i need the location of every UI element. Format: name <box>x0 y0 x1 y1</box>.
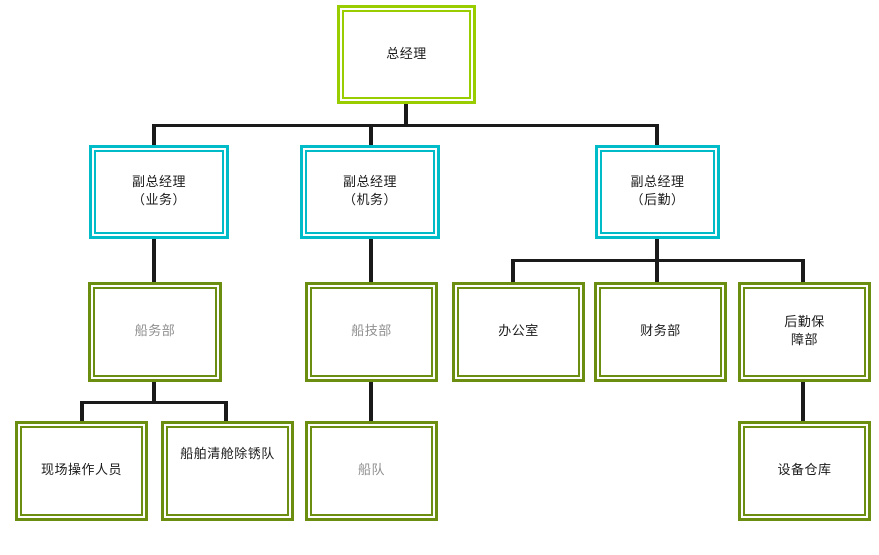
node-team-onsite-operators-label: 现场操作人员 <box>40 463 122 479</box>
node-team-hold-cleaning[interactable]: 船舶清舱除锈队 <box>161 421 294 521</box>
node-dept-logistics-support[interactable]: 后勤保 障部 <box>738 282 871 382</box>
connector-drop-logistics-support <box>801 259 805 282</box>
node-dept-finance[interactable]: 财务部 <box>594 282 727 382</box>
connector-level2-bus <box>152 124 658 127</box>
node-vp-engineering[interactable]: 副总经理 （机务） <box>300 145 440 239</box>
connector-vp-logistics-stem <box>655 238 659 262</box>
node-vp-business[interactable]: 副总经理 （业务） <box>89 145 229 239</box>
node-team-fleet[interactable]: 船队 <box>305 421 438 521</box>
node-dept-office-label: 办公室 <box>498 324 539 340</box>
node-dept-shipping[interactable]: 船务部 <box>88 282 222 382</box>
node-vp-logistics[interactable]: 副总经理 （后勤） <box>595 145 720 239</box>
node-dept-finance-label: 财务部 <box>640 324 681 340</box>
connector-drop-office <box>511 259 515 282</box>
connector-shipping-bus <box>80 401 228 404</box>
node-vp-logistics-label: 副总经理 （后勤） <box>630 175 685 208</box>
connector-logistics-support-to-warehouse <box>801 382 805 422</box>
node-team-fleet-label: 船队 <box>357 463 385 479</box>
connector-drop-finance <box>655 259 659 282</box>
node-dept-office[interactable]: 办公室 <box>452 282 585 382</box>
node-dept-shipping-label: 船务部 <box>134 324 176 340</box>
node-vp-business-label: 副总经理 （业务） <box>131 175 186 208</box>
node-team-equipment-warehouse-label: 设备仓库 <box>777 463 832 479</box>
node-general-manager-label: 总经理 <box>386 46 427 62</box>
node-vp-engineering-label: 副总经理 （机务） <box>342 175 397 208</box>
node-team-onsite-operators[interactable]: 现场操作人员 <box>15 421 148 521</box>
connector-drop-hold-cleaning <box>224 401 228 422</box>
connector-shipping-stem <box>152 382 156 404</box>
connector-shiptech-to-fleet <box>369 382 373 422</box>
node-team-equipment-warehouse[interactable]: 设备仓库 <box>738 421 871 521</box>
node-dept-ship-tech[interactable]: 船技部 <box>305 282 438 382</box>
node-team-hold-cleaning-label: 船舶清舱除锈队 <box>180 447 275 462</box>
connector-gm-stem <box>404 103 408 127</box>
connector-drop-vp-logistics <box>655 124 659 146</box>
connector-drop-vp-business <box>152 124 156 146</box>
node-dept-ship-tech-label: 船技部 <box>351 324 392 340</box>
node-general-manager[interactable]: 总经理 <box>337 5 476 104</box>
connector-drop-vp-engineering <box>369 124 373 146</box>
node-dept-logistics-support-label: 后勤保 障部 <box>784 315 825 348</box>
connector-drop-onsite-operators <box>80 401 84 422</box>
connector-vp-business-to-shipping <box>152 238 156 282</box>
connector-vp-engineering-to-shiptech <box>369 238 373 282</box>
